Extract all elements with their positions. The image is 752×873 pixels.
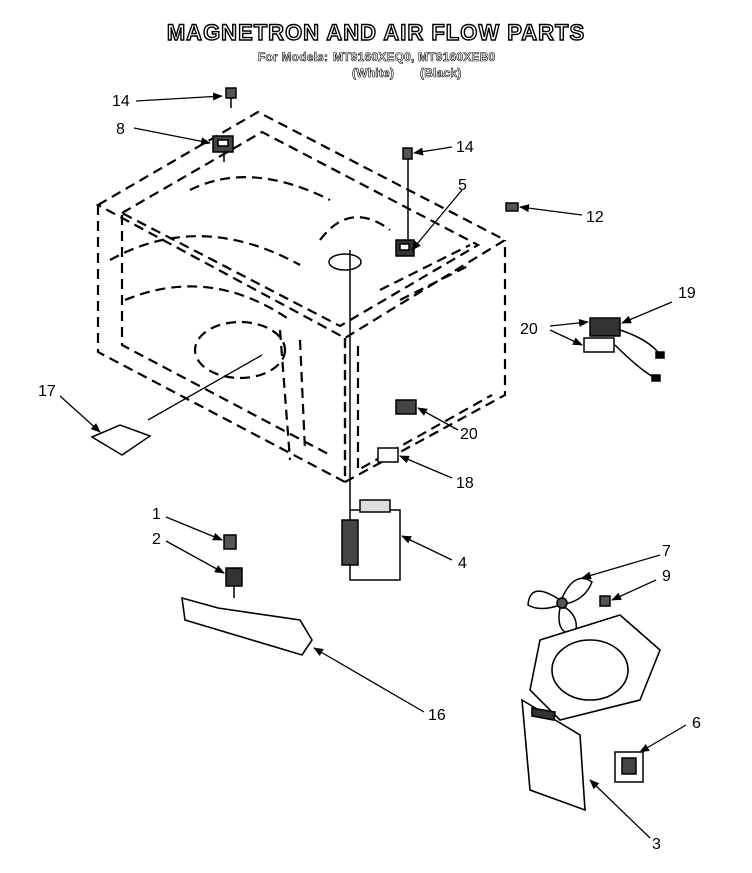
antenna-opening <box>328 253 362 271</box>
callout-5: 5 <box>458 177 467 194</box>
color-black: (Black) <box>420 66 462 81</box>
air-duct-16 <box>181 596 313 656</box>
color-white: (White) <box>352 66 395 81</box>
screw-14-center <box>402 147 413 240</box>
callout-8: 8 <box>116 121 125 138</box>
waveguide-cover-17 <box>90 424 152 456</box>
page-title: MAGNETRON AND AIR FLOW PARTS <box>166 19 586 45</box>
callout-20b: 20 <box>460 426 478 443</box>
screw-14-top <box>225 87 237 108</box>
model-black: MT9160XEB0 <box>418 50 496 65</box>
part-18 <box>377 447 399 463</box>
magnetron-4 <box>341 250 401 581</box>
callout-1: 1 <box>152 506 161 523</box>
callout-7: 7 <box>662 543 671 560</box>
callout-19: 19 <box>678 285 696 302</box>
fuse-20 <box>395 399 417 415</box>
bracket-2 <box>225 567 243 598</box>
screw-12 <box>505 202 519 212</box>
callout-18: 18 <box>456 475 474 492</box>
leader-lines <box>59 92 687 839</box>
callout-20a: 20 <box>520 321 538 338</box>
screw-1 <box>223 534 237 550</box>
callout-6: 6 <box>692 715 701 732</box>
callout-16: 16 <box>428 707 446 724</box>
screw-9 <box>599 595 611 607</box>
models-prefix: For Models: <box>258 50 329 65</box>
callout-9: 9 <box>662 568 671 585</box>
fuse-holder-19 <box>583 317 665 382</box>
fan-shroud-3 <box>521 614 661 812</box>
callout-17: 17 <box>38 383 56 400</box>
bracket-8 <box>212 135 234 162</box>
cavity-outline <box>95 110 508 484</box>
callout-14a: 14 <box>112 93 130 110</box>
callout-3: 3 <box>652 836 661 853</box>
callout-12: 12 <box>586 209 604 226</box>
callout-14b: 14 <box>456 139 474 156</box>
fan-motor-6 <box>614 751 644 783</box>
callout-2: 2 <box>152 531 161 548</box>
model-white: MT9160XEQ0, <box>333 50 415 65</box>
callout-4: 4 <box>458 555 467 572</box>
fan-blade-7 <box>527 577 593 635</box>
thermal-cutout-5 <box>395 239 415 257</box>
